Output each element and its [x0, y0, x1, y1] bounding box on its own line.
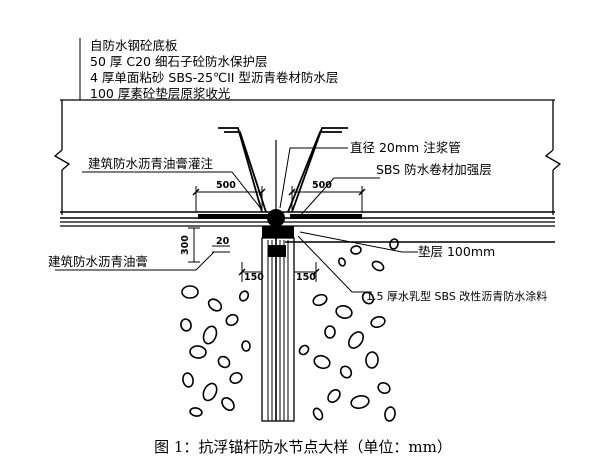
- gravel-stone: [202, 382, 218, 402]
- label-asphalt-pour: 建筑防水沥青油膏灌注: [88, 156, 214, 171]
- dim-vertical-300: 300: [180, 235, 191, 255]
- sealant-blocks: [262, 209, 294, 257]
- gravel-stone: [182, 372, 194, 388]
- gravel-stone: [313, 354, 331, 370]
- gravel-stone: [384, 406, 396, 422]
- layer-label-protection: 50 厚 C20 细石子砼防水保护层: [90, 54, 267, 69]
- gravel-stone: [389, 238, 399, 250]
- dim-left-500: 500: [216, 180, 236, 191]
- gravel-stone: [312, 293, 328, 307]
- sbs-reinforce-strip: [198, 214, 362, 219]
- dim-left-150: 150: [244, 272, 264, 283]
- gravel-stone: [377, 382, 391, 394]
- dim-right-150: 150: [296, 272, 316, 283]
- gravel-stone: [335, 305, 353, 319]
- figure-caption: 图 1：抗浮锚杆防水节点大样（单位：mm）: [154, 438, 452, 456]
- anchor-bent-bars: [218, 127, 348, 213]
- gravel-stone: [202, 325, 218, 345]
- gravel-stone: [229, 371, 243, 385]
- gravel-stone: [370, 315, 386, 329]
- dimension-lines: [188, 186, 363, 282]
- label-coating: 1.5 厚水乳型 SBS 改性沥青防水涂料: [366, 289, 547, 303]
- gravel-stone: [298, 344, 310, 356]
- label-asphalt-paste: 建筑防水沥青油膏: [48, 254, 148, 269]
- dim-ticks: [192, 188, 366, 276]
- gravel-stone: [189, 407, 203, 417]
- dim-right-500: 500: [312, 180, 332, 191]
- gravel-stone: [241, 340, 251, 352]
- gravel-stone: [225, 313, 239, 327]
- leader-lines: [55, 147, 418, 293]
- layer-lines: [60, 211, 555, 243]
- gravel-stone: [312, 407, 324, 421]
- gravel-stone: [350, 395, 370, 409]
- gravel-stone: [207, 298, 223, 312]
- gravel-stone: [180, 318, 192, 332]
- soil-gravel: [180, 238, 399, 422]
- label-grout-pipe: 直径 20mm 注浆管: [350, 140, 461, 155]
- slab-outline: [53, 99, 562, 215]
- anchor-shaft: [261, 230, 295, 422]
- gravel-stone: [181, 285, 199, 299]
- dim-20: 20: [216, 236, 230, 247]
- gravel-stone: [361, 291, 375, 305]
- gravel-stone: [348, 331, 364, 349]
- gravel-stone: [365, 351, 379, 369]
- label-cushion: 垫层 100mm: [418, 244, 495, 259]
- gravel-stone: [339, 365, 353, 379]
- layer-label-slab: 自防水钢砼底板: [90, 38, 178, 53]
- gravel-stone: [371, 260, 385, 272]
- gravel-stone: [350, 245, 362, 255]
- gravel-stone: [338, 257, 346, 267]
- gravel-stone: [221, 397, 235, 411]
- gravel-stone: [324, 325, 336, 339]
- layer-label-membrane: 4 厚单面粘砂 SBS-25℃II 型沥青卷材防水层: [90, 70, 338, 85]
- gravel-stone: [238, 290, 250, 302]
- layer-label-cushion: 100 厚素砼垫层原浆收光: [90, 86, 230, 101]
- label-sbs-reinforce: SBS 防水卷材加强层: [376, 162, 492, 177]
- gravel-stone: [327, 388, 341, 404]
- gravel-stone: [217, 355, 231, 369]
- gravel-stone: [189, 345, 207, 359]
